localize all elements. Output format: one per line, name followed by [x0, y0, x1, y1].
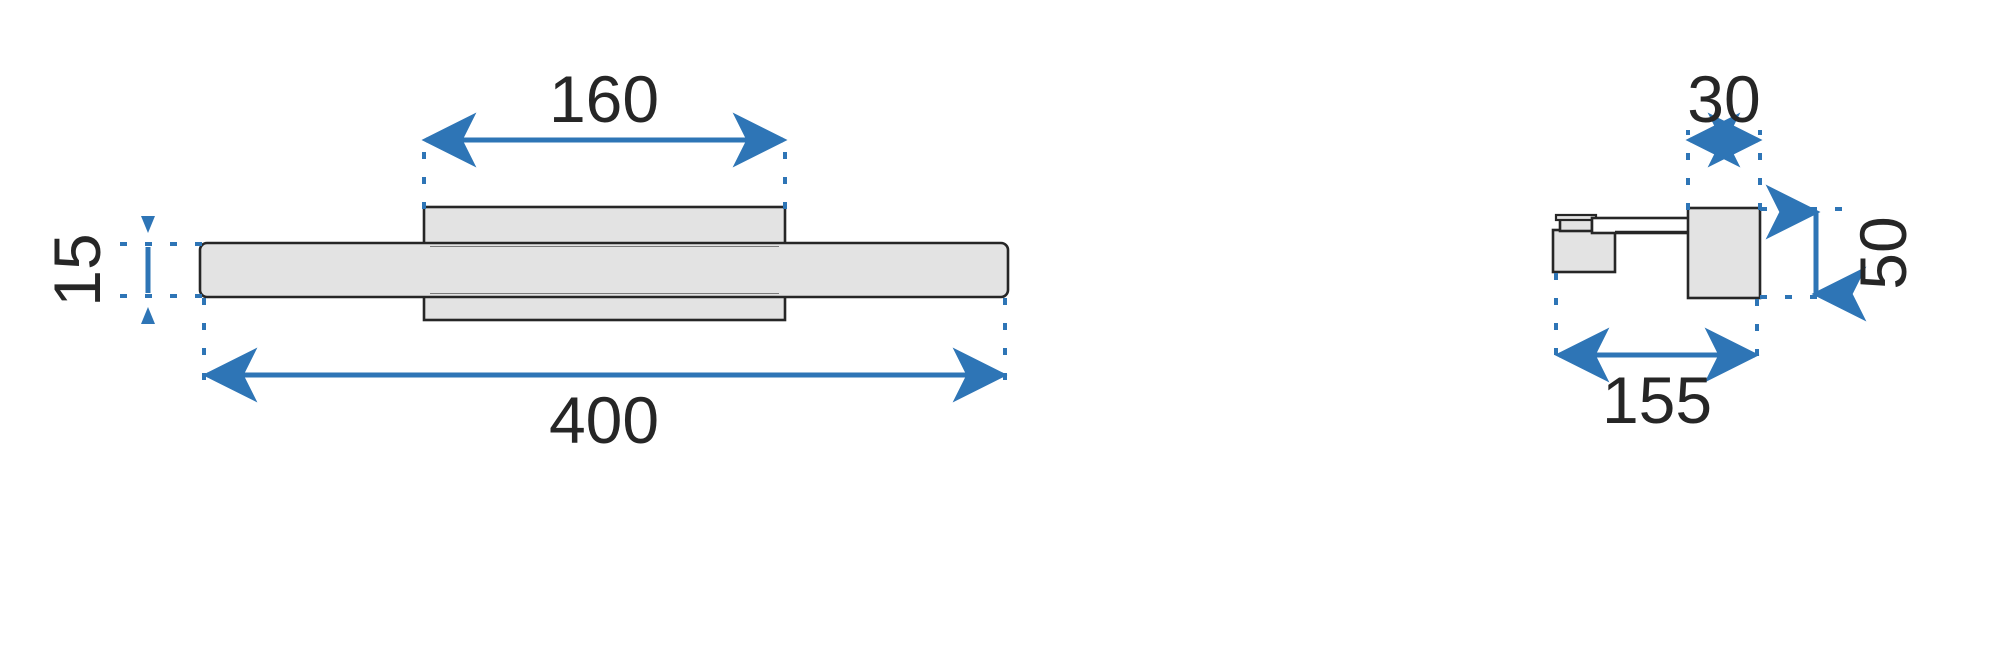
dimension-50: 50: [1760, 184, 1920, 322]
wall-bracket: [1551, 228, 1617, 274]
dim-label-30: 30: [1687, 62, 1760, 136]
dim-label-50: 50: [1846, 216, 1920, 289]
dim-label-15: 15: [40, 233, 114, 306]
dimension-400: 400: [202, 298, 1008, 457]
front-view: [198, 205, 1010, 322]
dim-arrowhead-15-top: [141, 216, 155, 233]
dimension-30: 30: [1685, 62, 1763, 210]
dimension-155: 155: [1554, 273, 1760, 437]
side-view: [1551, 206, 1762, 300]
dim-label-155: 155: [1602, 363, 1712, 437]
dimension-160: 160: [421, 62, 788, 209]
dim-label-400: 400: [549, 383, 659, 457]
lamp-body: [1686, 206, 1762, 300]
light-bar: [198, 241, 1010, 299]
dim-label-160: 160: [549, 62, 659, 136]
bracket-clip-cap: [1554, 213, 1598, 222]
dimension-15: 15: [40, 216, 202, 324]
dim-arrowhead-15-bottom: [141, 307, 155, 324]
